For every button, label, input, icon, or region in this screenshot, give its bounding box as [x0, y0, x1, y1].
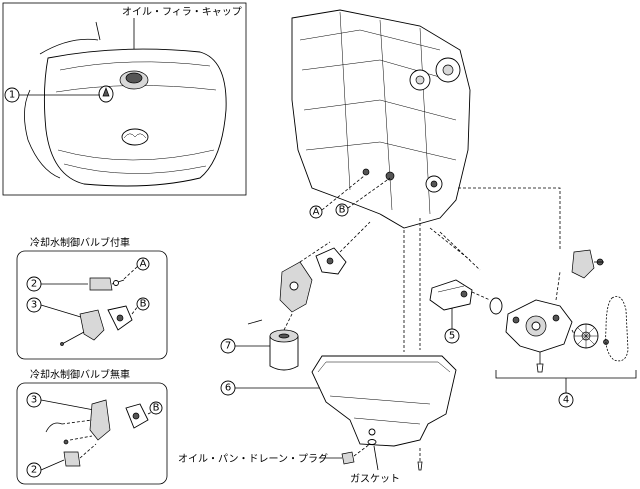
with-valve-label: 冷却水制御バルブ付車 — [30, 236, 130, 249]
callout-2-without-valve: 2 — [31, 465, 37, 476]
oil-drain-plug — [341, 451, 355, 465]
coolant-control-valve — [79, 309, 105, 341]
oil-filter — [269, 329, 299, 371]
chain-tensioner — [571, 249, 595, 279]
oil-filter-assembly: 7 — [220, 221, 371, 371]
oil-pan: 6 オイル・パン・ドレーン・プラグ ガスケット — [178, 218, 457, 485]
inset-without-valve: 冷却水制御バルブ無車 3 B 2 — [16, 368, 168, 485]
marker-a-box1: A — [140, 259, 147, 270]
oil-pressure-switch — [89, 277, 113, 291]
o-ring — [489, 297, 503, 315]
oil-pump — [505, 299, 573, 373]
without-valve-label: 冷却水制御バルブ無車 — [30, 368, 130, 381]
inset-with-valve: 冷却水制御バルブ付車 2 A 3 B — [16, 236, 168, 360]
gasket-label: ガスケット — [350, 473, 400, 485]
oil-pump-chain — [605, 296, 629, 362]
marker-b-box2: B — [153, 403, 160, 414]
oil-pump-sprocket — [573, 323, 599, 349]
callout-6: 6 — [225, 383, 231, 394]
oil-filter-adapter — [89, 399, 111, 441]
callout-3-with-valve: 3 — [31, 300, 37, 311]
inset-engine-cover: オイル・フィラ・キャップ 1 — [2, 2, 247, 196]
engine-cover — [43, 48, 227, 187]
marker-b-engine: B — [339, 205, 346, 216]
callout-3-without-valve: 3 — [31, 395, 37, 406]
callout-7: 7 — [225, 341, 231, 352]
drain-plug-gasket — [367, 439, 377, 445]
callout-5: 5 — [449, 331, 455, 342]
callout-2-with-valve: 2 — [31, 279, 37, 290]
marker-a-engine: A — [313, 207, 320, 218]
oil-strainer — [429, 279, 473, 311]
oil-pump-group: 5 4 — [429, 187, 637, 408]
engine-block: A B — [291, 9, 471, 229]
callout-1: 1 — [9, 90, 15, 101]
callout-4: 4 — [563, 395, 569, 406]
drain-plug-label: オイル・パン・ドレーン・プラグ — [178, 452, 328, 465]
marker-b-box1: B — [140, 299, 147, 310]
oil-pressure-switch-2 — [63, 451, 81, 467]
oil-filler-cap-label: オイル・フィラ・キャップ — [122, 6, 242, 18]
